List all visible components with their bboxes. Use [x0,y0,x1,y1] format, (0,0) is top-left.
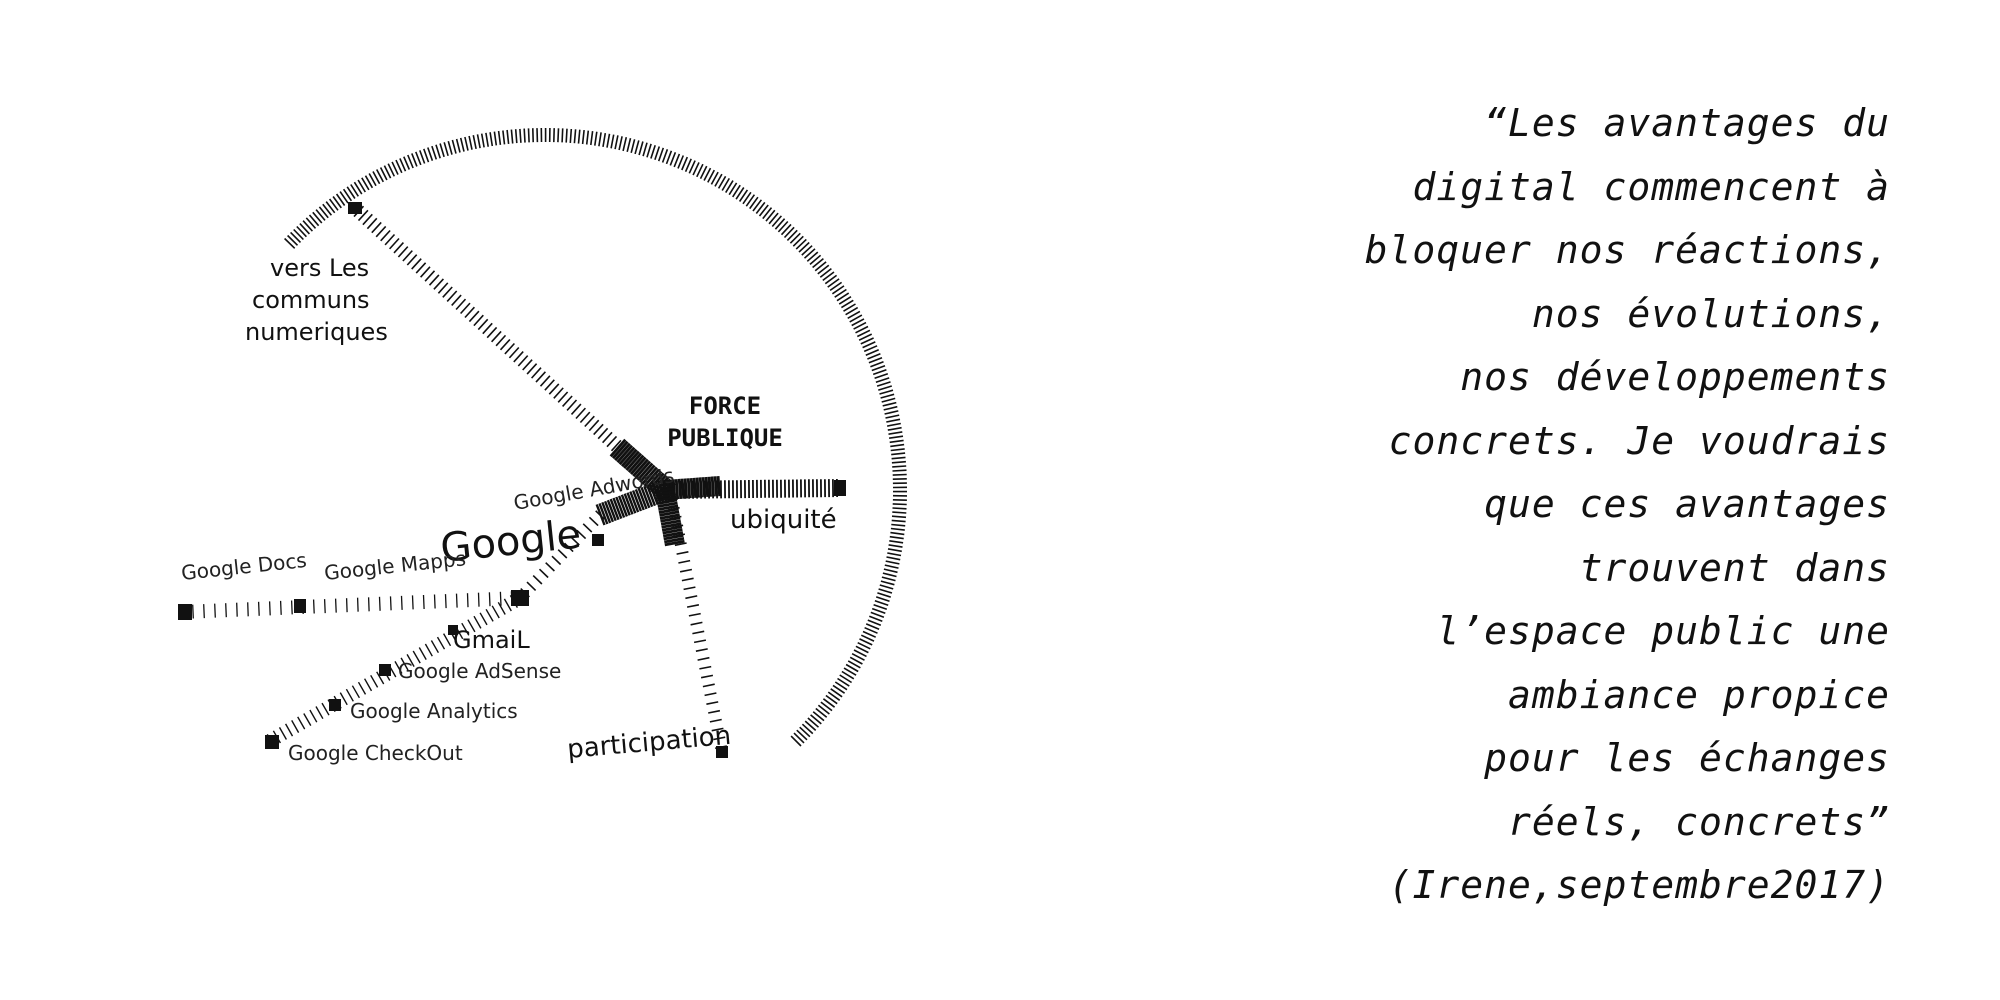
label-communs-1: vers Les [270,254,369,282]
label-google-mapps: Google Mapps [323,546,467,585]
label-communs-3: numeriques [245,318,388,346]
quote-line: l’espace public une [1436,609,1890,653]
quote-line: que ces avantages [1484,482,1890,526]
label-gmail: GmaiL [453,626,530,654]
quote-line: trouvent dans [1579,545,1890,590]
node-participation [716,746,728,758]
center-stroke-a [609,438,676,501]
quote-block: “Les avantages du digital commencent à b… [1240,92,1890,918]
quote-line: “Les avantages du [1484,101,1890,145]
quote-line: ambiance propice [1507,672,1890,717]
label-participation: participation [566,721,732,765]
node-adwords [592,534,604,546]
label-google-adsense: Google AdSense [398,659,561,683]
node-google [511,590,529,606]
quote-line: bloquer nos réactions, [1364,228,1890,272]
quote-line: réels, concrets” [1507,799,1890,844]
concept-diagram: FORCE PUBLIQUE vers Les communs numeriqu… [178,127,908,765]
node-ubiquite [834,480,846,496]
node-adsense [379,664,391,676]
node-google-docs [178,604,192,620]
line-to-docs [181,591,513,620]
label-communs-2: communs [252,286,370,314]
label-google-checkout: Google CheckOut [288,741,463,765]
node-gmail [448,625,458,635]
quote-line: nos évolutions, [1531,291,1890,336]
node-analytics [329,699,341,711]
center-label-line-1: FORCE [689,392,761,420]
diagram-strokes [178,127,908,758]
line-to-google [520,510,605,598]
label-google-docs: Google Docs [180,548,308,585]
label-ubiquite: ubiquité [730,505,837,535]
quote-line: concrets. Je voudrais [1388,418,1890,463]
label-google-analytics: Google Analytics [350,699,518,723]
node-communs [348,202,362,214]
quote-line: nos développements [1460,355,1890,399]
center-label-line-2: PUBLIQUE [667,424,783,452]
quote-line: pour les échanges [1484,736,1890,780]
outer-arc [284,127,908,747]
node-checkout [265,735,279,749]
center-stroke-c [654,486,685,547]
label-google-adwords: Google Adwords [512,463,676,515]
node-google-mapps [294,599,306,613]
quote-line: digital commencent à [1412,164,1890,209]
quote-line: (Irene,septembre2017) [1388,863,1890,907]
